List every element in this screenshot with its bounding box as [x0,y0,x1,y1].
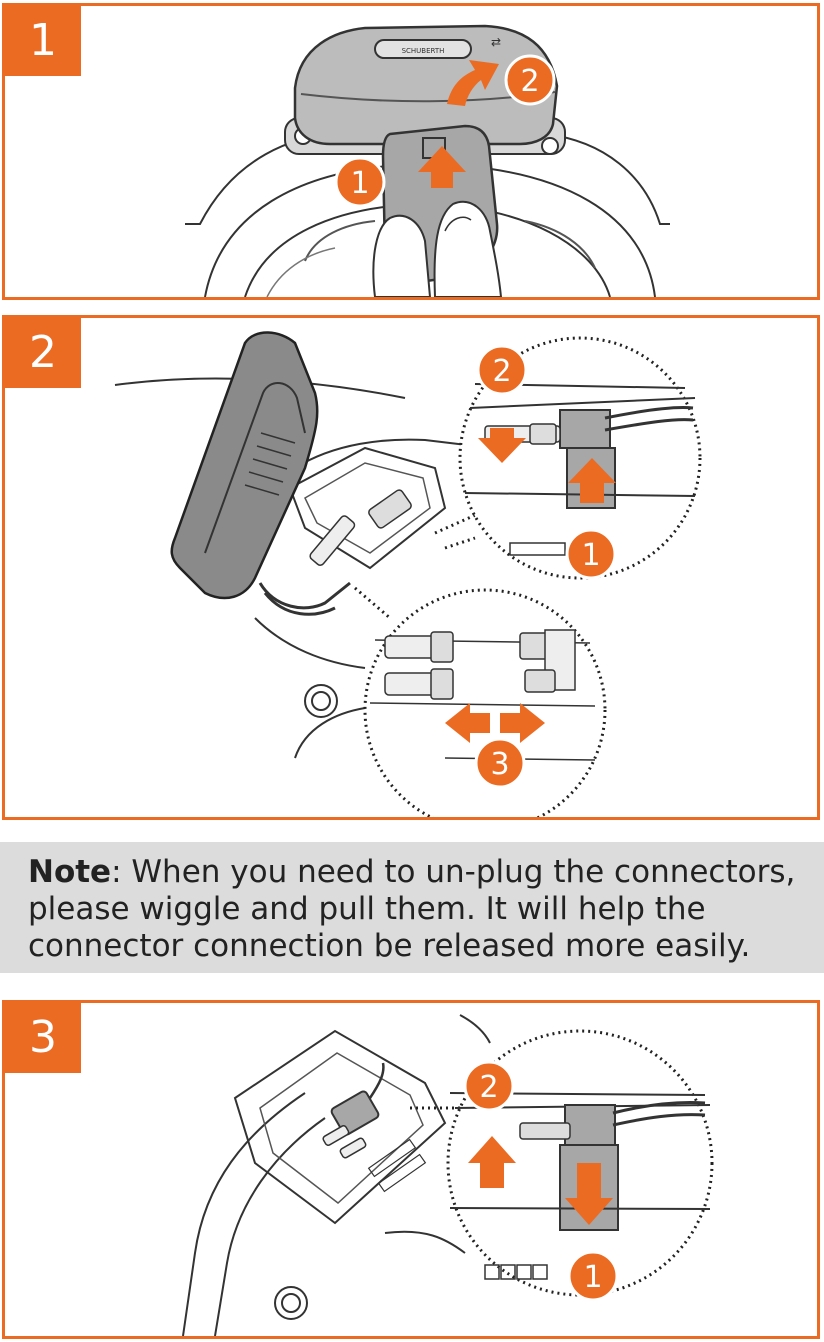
step-3-badge-2 [463,1060,515,1112]
step-2-illustration: 2 1 3 [114,331,702,817]
step-2-panel: 2 [2,315,820,820]
step-2-badge-1 [565,528,617,580]
step-3-badge-2-label: 2 [479,1070,498,1105]
step-2-badge-2-label: 2 [492,354,511,389]
note-line-3: connector connection be released more ea… [28,928,751,964]
step-1-badge-2-label: 2 [520,64,539,99]
step-1-illustration: SCHUBERTH ⇄ 1 2 [185,24,670,297]
note-label: Note [28,854,112,890]
step-3-illustration: 2 1 [182,1014,714,1336]
step-3-number: 3 [5,1003,81,1073]
note-line-1: Note: When you need to un-plug the conne… [28,854,796,891]
step-2-number: 2 [5,318,81,388]
step-1-number: 1 [5,6,81,76]
step-1-badge-1 [334,156,386,208]
step-1-badge-2 [504,54,556,106]
step-2-badge-1-label: 1 [581,538,600,573]
step-1-panel: 1 SCHUBERTH ⇄ 1 2 [2,3,820,300]
step-2-badge-2 [476,344,528,396]
note-box: Note: When you need to un-plug the conne… [0,842,824,973]
note-text-1: : When you need to un-plug the connector… [111,854,796,890]
step-3-panel: 3 [2,1000,820,1339]
step-3-badge-1 [567,1250,619,1302]
step-1-badge-1-label: 1 [350,166,369,201]
step-2-badge-3 [474,737,526,789]
device-logo-text: SCHUBERTH [402,47,445,55]
svg-text:⇄: ⇄ [491,35,501,49]
step-2-badge-3-label: 3 [490,747,509,782]
step-3-badge-1-label: 1 [583,1260,602,1295]
note-line-2: please wiggle and pull them. It will hel… [28,891,706,927]
